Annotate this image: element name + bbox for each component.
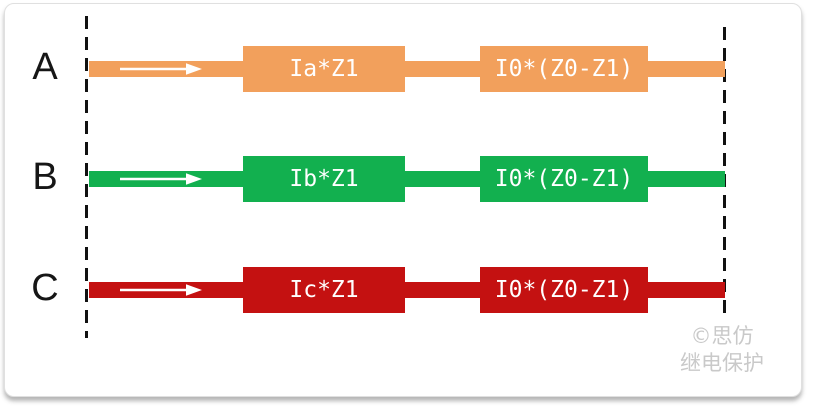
- arrow-right-icon: [120, 63, 202, 75]
- arrow-right-icon: [120, 173, 202, 185]
- bus-boundary-left-dashed-line: [85, 16, 88, 338]
- phase-c-impedance-box-z0-z1: I0*(Z0-Z1): [480, 267, 648, 313]
- phase-a-impedance-box-z1: Ia*Z1: [243, 46, 405, 92]
- watermark-line-2: 继电保护: [680, 351, 764, 375]
- phase-c-label: C: [31, 267, 59, 309]
- phase-b-label: B: [32, 156, 58, 198]
- phase-a-label: A: [32, 46, 58, 88]
- arrow-right-icon: [120, 284, 202, 296]
- phase-a-impedance-box-z0-z1: I0*(Z0-Z1): [480, 46, 648, 92]
- phase-b-impedance-box-z0-z1: I0*(Z0-Z1): [480, 156, 648, 202]
- phase-c-impedance-box-z1: Ic*Z1: [243, 267, 405, 313]
- phase-b-row: B Ib*Z1 I0*(Z0-Z1): [0, 156, 816, 202]
- phase-c-row: C Ic*Z1 I0*(Z0-Z1): [0, 267, 816, 313]
- phase-b-impedance-box-z1: Ib*Z1: [243, 156, 405, 202]
- watermark: ©思仿 继电保护: [648, 323, 796, 377]
- watermark-line-1: ©思仿: [690, 324, 754, 348]
- phase-a-row: A Ia*Z1 I0*(Z0-Z1): [0, 46, 816, 92]
